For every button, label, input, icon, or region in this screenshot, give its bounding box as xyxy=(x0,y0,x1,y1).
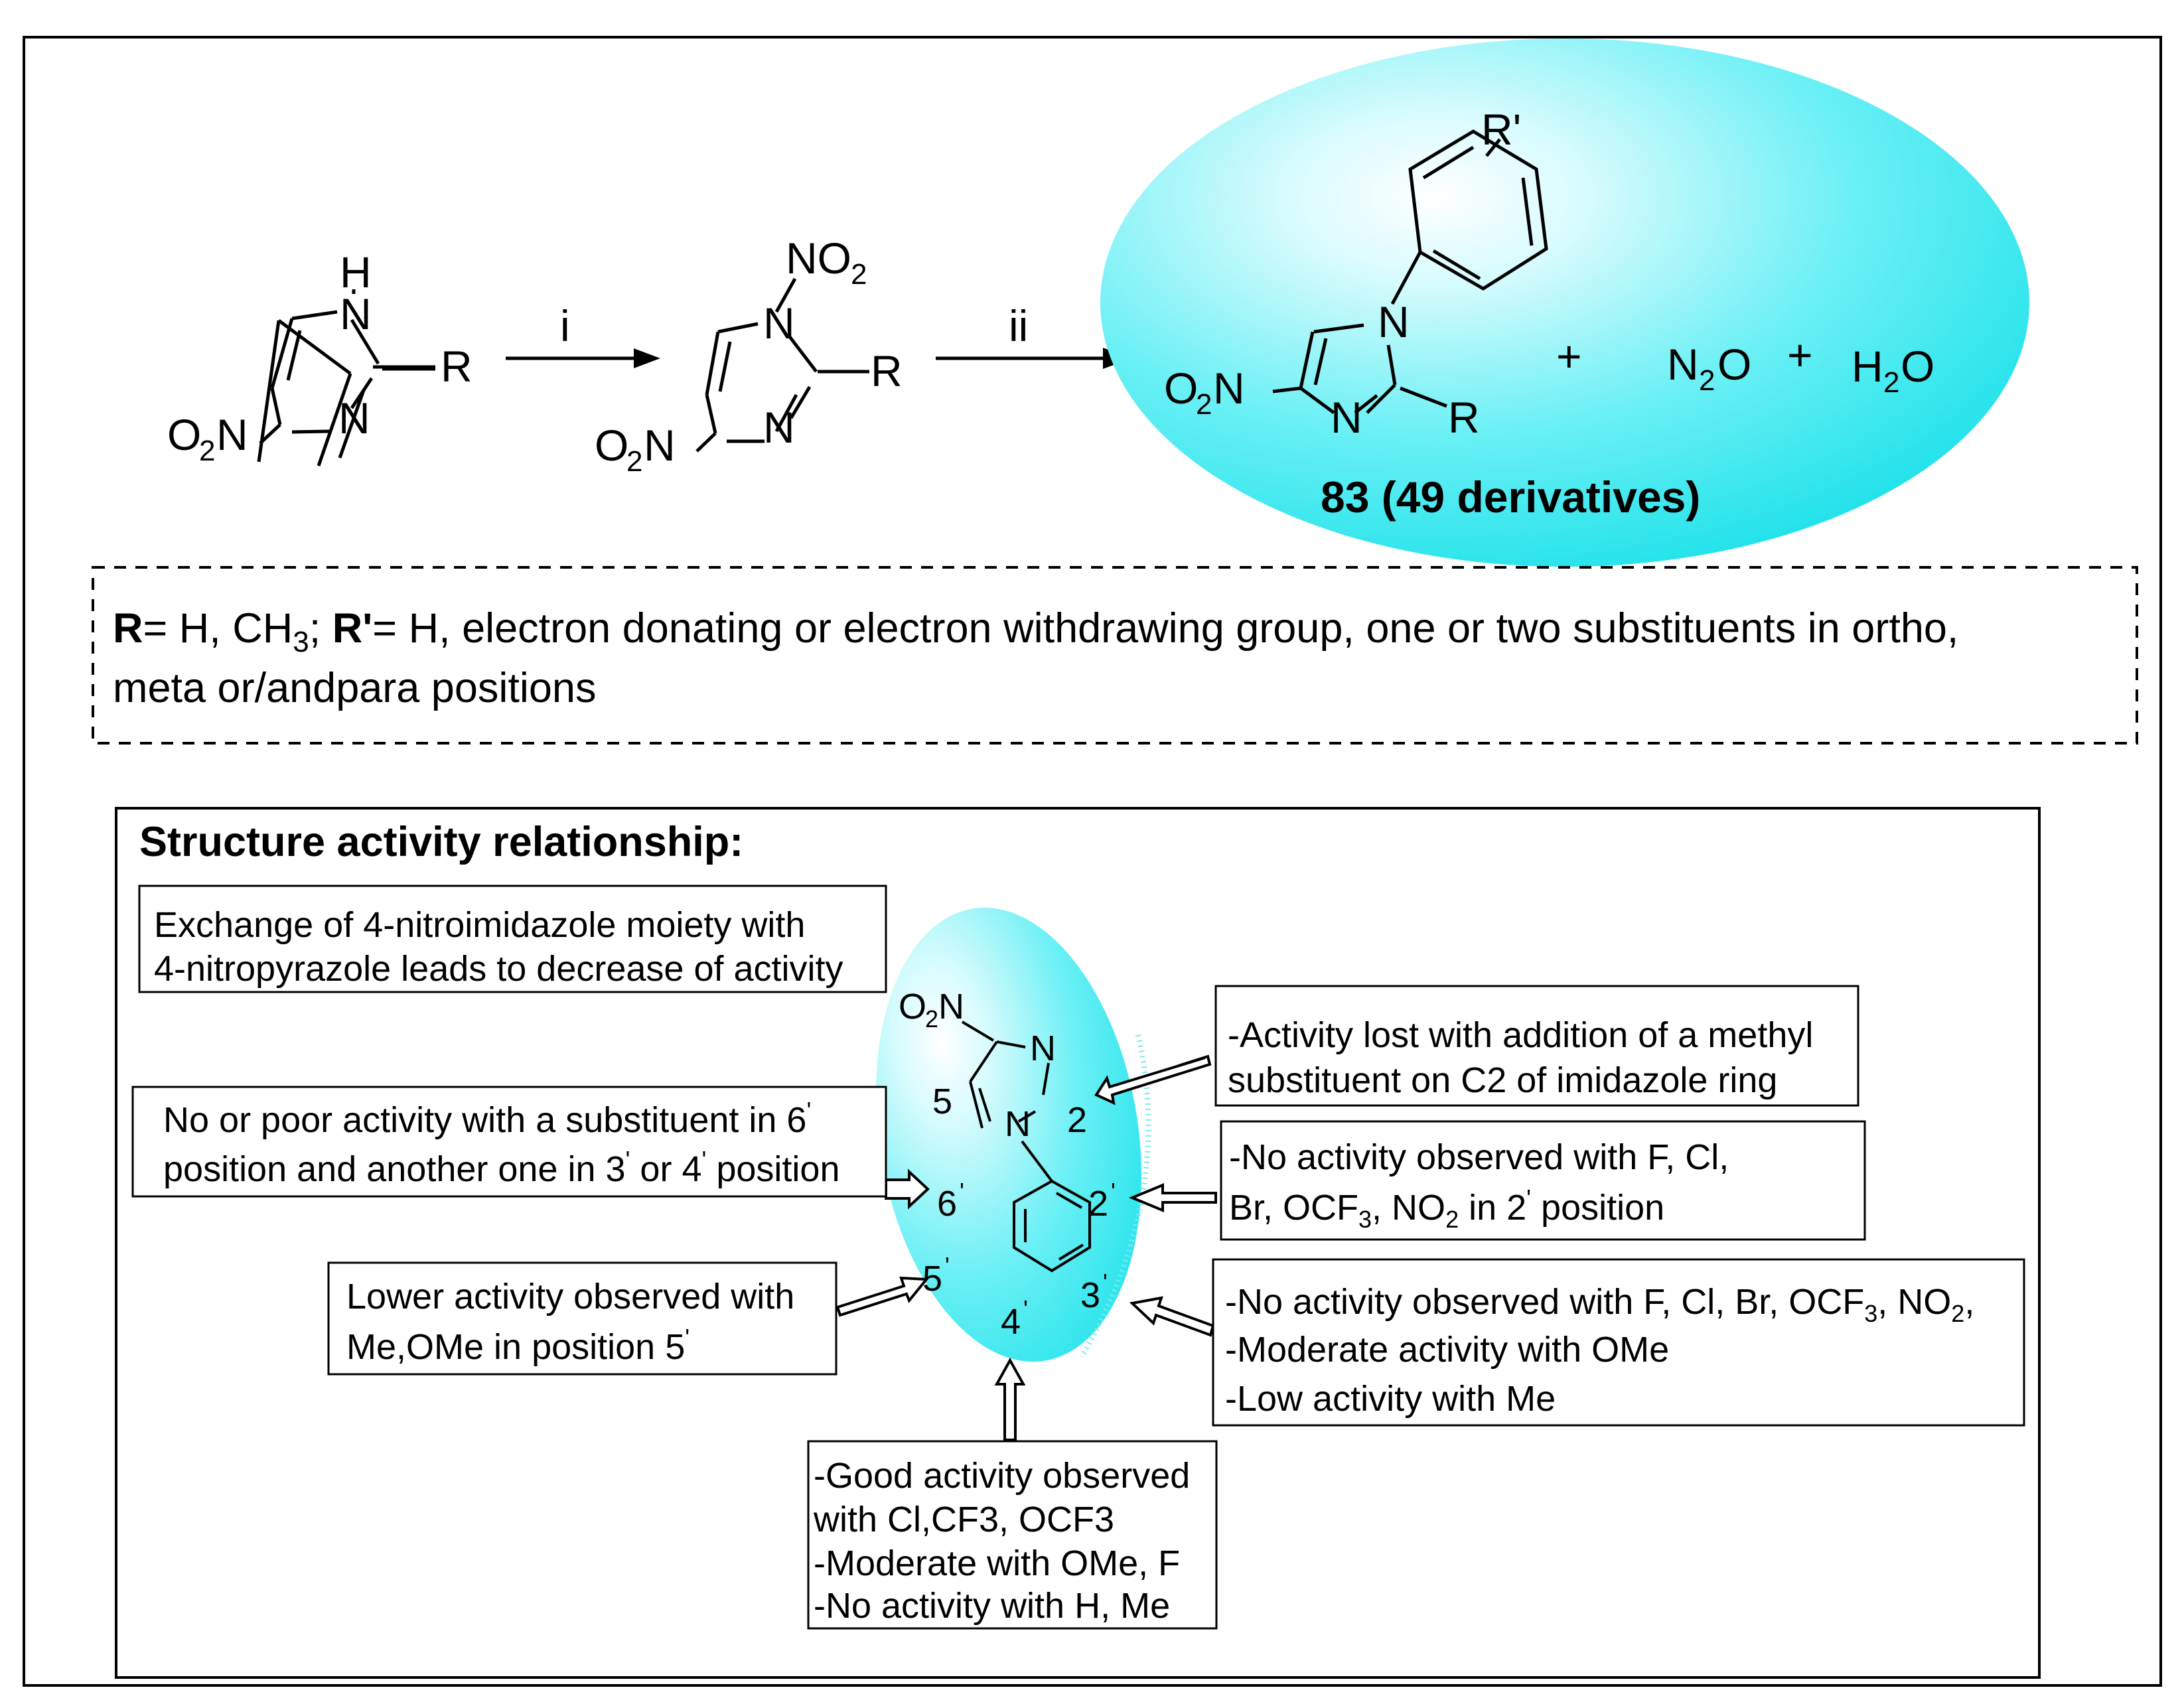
svg-text:-No activity with H, Me: -No activity with H, Me xyxy=(814,1586,1170,1626)
sm-n1-label: N xyxy=(340,289,372,338)
product-rprime: R' xyxy=(1481,105,1521,154)
product-r: R xyxy=(1448,393,1480,442)
sar-nitro-o: O xyxy=(899,987,926,1027)
product-n3: N xyxy=(1331,393,1362,442)
box-c2: -Activity lost with addition of a methyl… xyxy=(1214,985,1859,1107)
arrow-to-5p xyxy=(836,1276,930,1317)
svg-text:-Moderate with OMe, F: -Moderate with OMe, F xyxy=(814,1543,1180,1583)
sar-pos-4p-prime: ' xyxy=(1023,1295,1028,1322)
arrow-ii xyxy=(936,348,1131,369)
svg-text:-Good activity observed: -Good activity observed xyxy=(814,1456,1190,1496)
product-n1: N xyxy=(1378,297,1410,346)
sm-r-label: R xyxy=(441,342,473,391)
svg-text:-Activity lost with addition o: -Activity lost with addition of a methyl xyxy=(1228,1015,1813,1055)
n2o-2: 2 xyxy=(1699,364,1715,397)
box-3p: -No activity observed with F, Cl, Br, OC… xyxy=(1212,1258,2025,1427)
sar-pos-5: 5 xyxy=(932,1082,952,1121)
svg-text:position and another one in 3': position and another one in 3' or 4' pos… xyxy=(163,1146,840,1189)
svg-text:-No activity observed with F,: -No activity observed with F, Cl, Br, OC… xyxy=(1225,1282,1974,1327)
sar-arrows xyxy=(836,1054,1217,1441)
sar-n3: N xyxy=(1030,1029,1056,1068)
arrow-i xyxy=(506,348,660,368)
reaction-scheme: H N N R O 2 N i NO 2 N xyxy=(167,38,2029,567)
sm-h-label: H xyxy=(340,248,372,297)
sar-pos-6p-prime: ' xyxy=(960,1178,964,1205)
arrow-to-4p xyxy=(994,1357,1026,1441)
sar-title: Structure activity relationship: xyxy=(139,819,743,865)
sar-n1: N xyxy=(1005,1104,1031,1144)
int-n1-label: N xyxy=(763,299,795,348)
n2o-n: N xyxy=(1667,340,1699,389)
int-nitro-top-2: 2 xyxy=(851,258,867,291)
arrow-to-2p xyxy=(1128,1183,1217,1212)
definition-box xyxy=(92,566,2138,745)
sar-pos-2p: 2 xyxy=(1088,1184,1108,1224)
svg-text:with Cl,CF3, OCF3: with Cl,CF3, OCF3 xyxy=(813,1500,1114,1539)
int-ring xyxy=(695,277,869,453)
svg-text:Lower activity observed with: Lower activity observed with xyxy=(346,1277,794,1316)
int-r-label: R xyxy=(871,346,903,395)
product-molecule xyxy=(1272,129,1548,415)
svg-text:-No activity observed with F,: -No activity observed with F, Cl, xyxy=(1229,1137,1729,1177)
int-nitro-2: 2 xyxy=(626,445,642,478)
product-nitro-o: O xyxy=(1164,364,1198,413)
svg-text:4-nitropyrazole leads to decre: 4-nitropyrazole leads to decrease of act… xyxy=(154,949,843,989)
int-nitro-top: NO xyxy=(786,234,851,283)
sar-pos-3p: 3 xyxy=(1080,1275,1100,1315)
box-5p: Lower activity observed with Me,OMe in p… xyxy=(327,1261,837,1376)
arrow-to-3p xyxy=(1129,1296,1215,1337)
plus-sign-2: + xyxy=(1787,330,1813,380)
h2o-h: H xyxy=(1852,342,1883,391)
h2o-2: 2 xyxy=(1883,366,1899,399)
arrow-to-6p xyxy=(885,1169,930,1210)
sar-pos-5p-prime: ' xyxy=(945,1252,950,1279)
sm-ring xyxy=(270,310,380,434)
arrow-ii-label: ii xyxy=(1009,301,1028,350)
plus-sign-1: + xyxy=(1556,332,1582,381)
svg-text:No or poor activity with a sub: No or poor activity with a substituent i… xyxy=(163,1097,811,1140)
n2o-o: O xyxy=(1717,340,1751,389)
sm-nitro-n: N xyxy=(216,410,248,459)
product-highlight-ellipse xyxy=(1100,38,2029,567)
svg-text:Exchange of 4-nitroimidazole m: Exchange of 4-nitroimidazole moiety with xyxy=(154,905,805,945)
svg-text:substituent on C2 of imidazole: substituent on C2 of imidazole ring xyxy=(1228,1060,1777,1100)
svg-text:Me,OMe in position 5': Me,OMe in position 5' xyxy=(346,1324,690,1367)
sar-nitro-n: N xyxy=(938,987,964,1027)
definition-line-1: R= H, CH3; R'= H, electron donating or e… xyxy=(113,605,1958,658)
box-6p: No or poor activity with a substituent i… xyxy=(131,1086,887,1198)
box-4p: -Good activity observed with Cl,CF3, OCF… xyxy=(807,1440,1218,1630)
sm-n3-label: N xyxy=(338,393,370,443)
box-pyrazole: Exchange of 4-nitroimidazole moiety with… xyxy=(138,885,887,993)
product-nitro-n: N xyxy=(1213,364,1245,413)
sar-pos-6p: 6 xyxy=(937,1184,957,1224)
svg-text:-Low activity with Me: -Low activity with Me xyxy=(1225,1379,1556,1419)
svg-text:Br, OCF3, NO2 in 2' position: Br, OCF3, NO2 in 2' position xyxy=(1229,1184,1664,1233)
sar-molecule xyxy=(961,1021,1091,1273)
sm-nitro-o: O xyxy=(167,410,201,459)
sar-panel xyxy=(115,807,2041,1679)
arrow-i-label: i xyxy=(560,301,570,350)
outer-frame xyxy=(23,36,2162,1687)
int-nitro-n: N xyxy=(644,421,676,470)
sm-nitro-2: 2 xyxy=(199,435,215,467)
h2o-o: O xyxy=(1901,342,1934,391)
product-nitro-2: 2 xyxy=(1196,388,1212,421)
arrow-to-c2 xyxy=(1094,1054,1212,1105)
sar-nitro-2: 2 xyxy=(925,1005,938,1032)
sar-pos-3p-prime: ' xyxy=(1103,1269,1108,1296)
definition-line-2: meta or/andpara positions xyxy=(113,665,596,711)
sar-pos-2: 2 xyxy=(1067,1100,1087,1140)
sar-pos-2p-prime: ' xyxy=(1111,1178,1116,1205)
box-2p: -No activity observed with F, Cl, Br, OC… xyxy=(1220,1120,1866,1241)
sm-nitro-bond xyxy=(259,423,281,445)
svg-text:-Moderate activity with OMe: -Moderate activity with OMe xyxy=(1225,1330,1669,1370)
product-caption: 83 (49 derivatives) xyxy=(1321,472,1700,522)
int-n3-label: N xyxy=(763,403,795,452)
sar-pos-4p: 4 xyxy=(1001,1302,1021,1342)
int-nitro-o: O xyxy=(595,421,628,470)
starting-material xyxy=(257,319,435,466)
